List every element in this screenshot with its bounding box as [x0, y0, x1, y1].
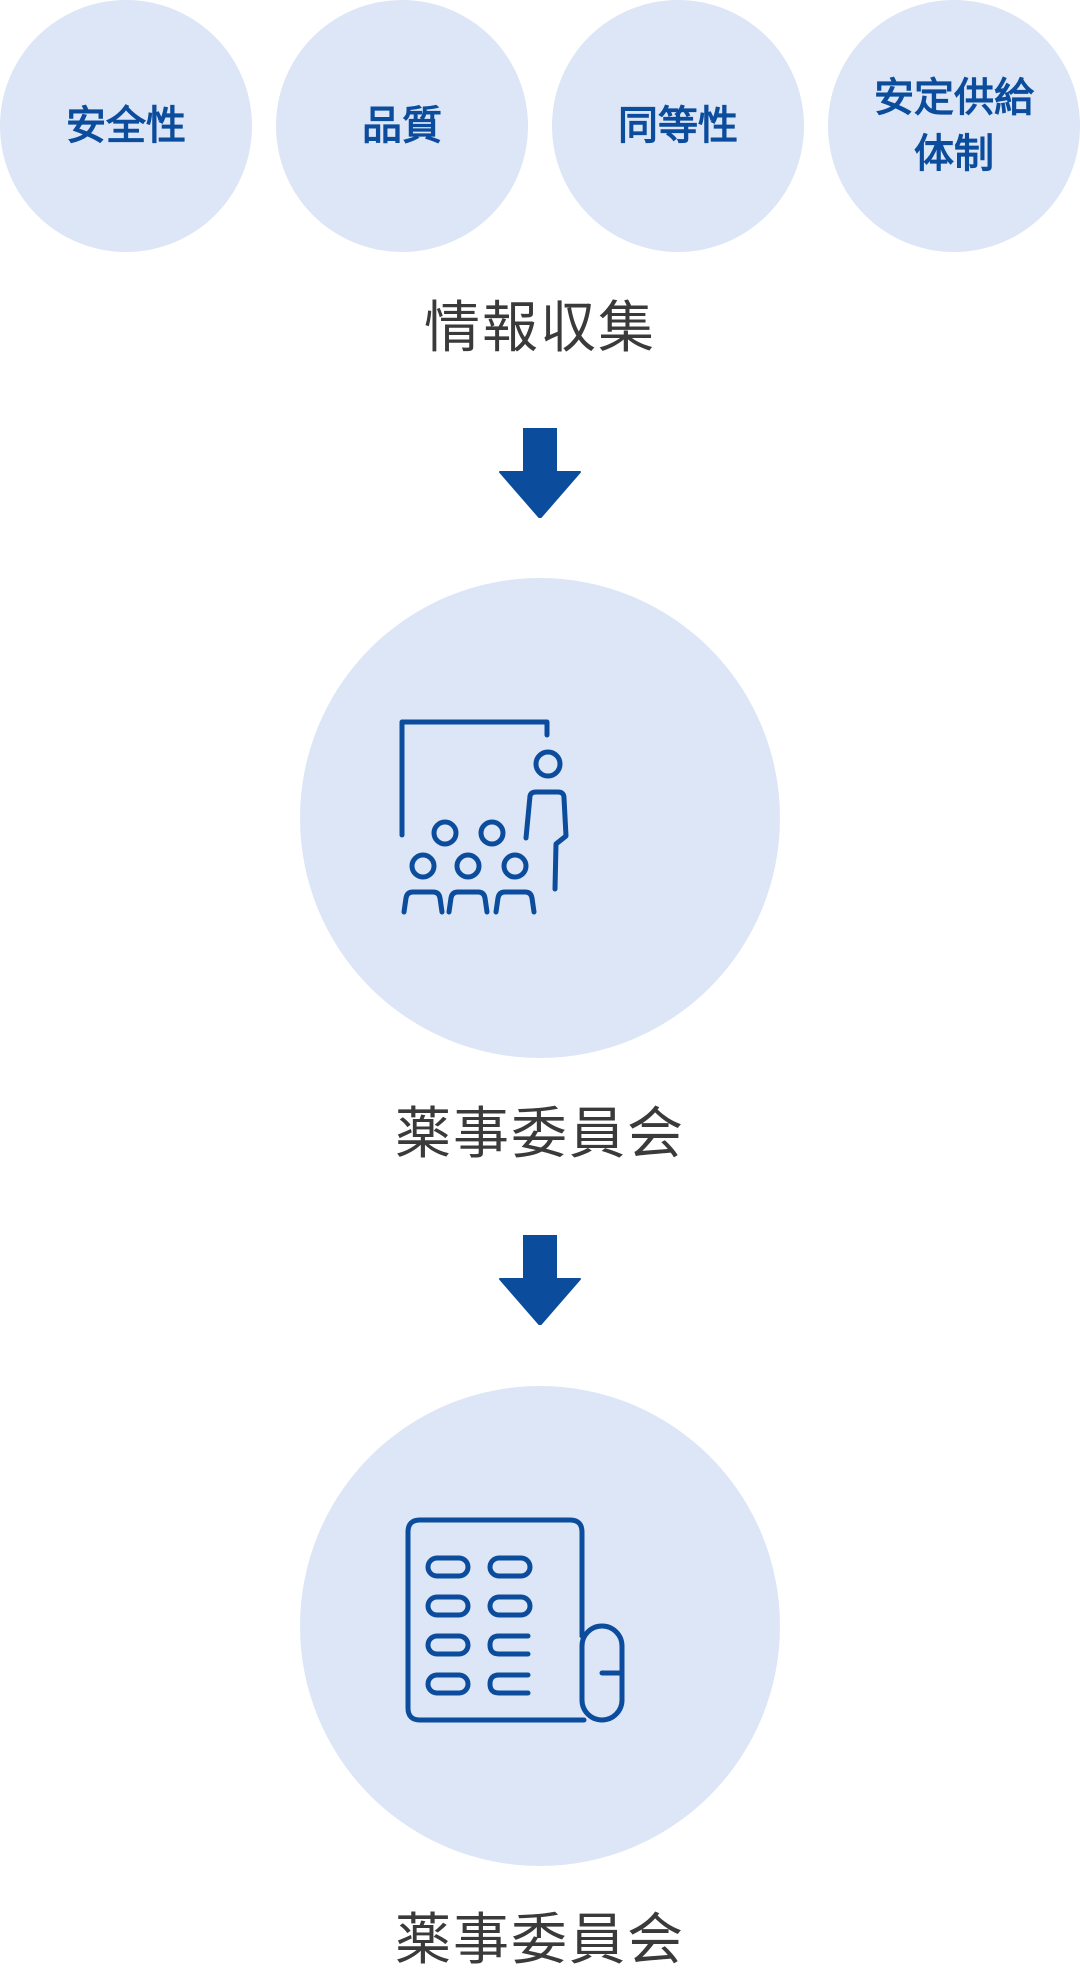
category-label: 安全性 — [66, 103, 186, 149]
category-circle-quality: 品質 — [276, 0, 528, 252]
category-label: 同等性 — [618, 103, 738, 149]
category-circle-supply: 安定供給 体制 — [828, 0, 1080, 252]
arrow-down-icon — [499, 1235, 581, 1325]
medicine-circle — [300, 1386, 780, 1866]
category-label: 品質 — [362, 103, 442, 149]
category-circle-safety: 安全性 — [0, 0, 252, 252]
category-circle-equivalence: 同等性 — [552, 0, 804, 252]
medicine-pills-icon — [405, 1517, 625, 1723]
category-label: 安定供給 体制 — [874, 75, 1034, 177]
step-label-collect: 情報収集 — [424, 296, 656, 361]
step-label-committee: 薬事委員会 — [395, 1102, 685, 1167]
meeting-presentation-icon — [399, 719, 569, 915]
committee-circle — [300, 578, 780, 1058]
arrow-down-icon — [499, 428, 581, 518]
step-label-final: 薬事委員会 — [395, 1908, 685, 1973]
